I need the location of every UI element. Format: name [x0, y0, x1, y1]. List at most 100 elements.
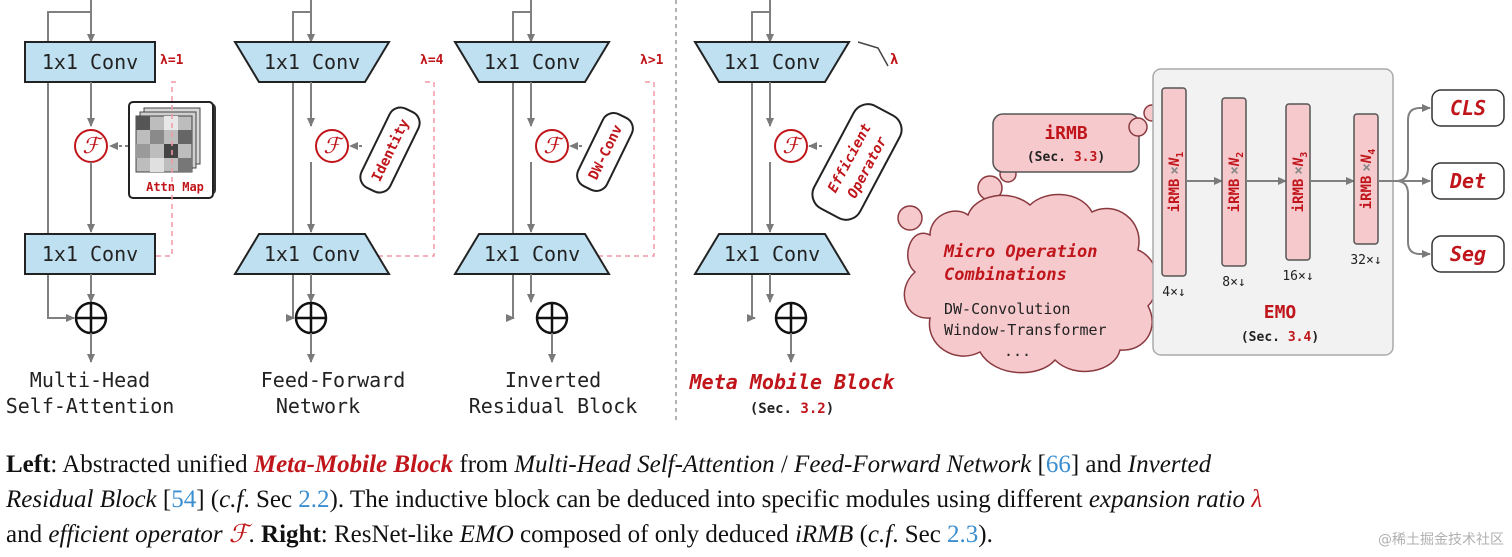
lambda-label: λ=1 — [160, 53, 184, 68]
emo-stage-label: iRMB×N1 — [1167, 152, 1186, 213]
caption-text: . — [248, 521, 262, 548]
task-cls-box — [1431, 89, 1505, 127]
block-mhsa: 1x1 Conv λ=1 ℱ Attn Map 1x1 Conv — [6, 0, 216, 418]
caption-ref-2-2[interactable]: 2.2 — [298, 486, 330, 513]
lambda-label: λ — [890, 52, 898, 68]
caption-irb: Inverted — [1127, 451, 1212, 478]
emo-stage-4 — [1353, 113, 1379, 245]
block-name-line1: Inverted — [505, 368, 601, 392]
irmb-title: iRMB — [1044, 123, 1088, 144]
top-conv — [693, 41, 851, 83]
caption-text: ( — [853, 521, 868, 548]
efficient-operator-box: Efficient Operator — [811, 103, 903, 221]
bottom-conv — [233, 233, 391, 275]
caption-cf: c.f — [219, 486, 244, 513]
caption-text: . Sec — [243, 486, 299, 513]
caption-irmb: iRMB — [794, 521, 854, 548]
caption-efficient-operator: efficient operator — [48, 521, 223, 548]
attn-map-label: Attn Map — [146, 180, 204, 194]
caption-right-label: Right — [261, 521, 321, 548]
lambda-label: λ=4 — [420, 53, 444, 68]
emo-panel — [1152, 68, 1394, 356]
caption-expansion-ratio: expansion ratio — [1088, 486, 1246, 513]
bottom-conv-label: 1x1 Conv — [264, 242, 360, 266]
caption-mhsa: Multi-Head Self-Attention — [514, 451, 775, 478]
emo-stage-stride: 4×↓ — [1162, 285, 1185, 300]
caption-emo: EMO — [459, 521, 514, 548]
caption-text: : Abstracted unified — [50, 451, 254, 478]
watermark: @稀土掘金技术社区 — [1378, 532, 1504, 548]
emo-stage-stride: 32×↓ — [1350, 253, 1381, 268]
caption-text: from — [453, 451, 515, 478]
f-symbol: ℱ — [543, 133, 564, 158]
caption-text: . Sec — [892, 521, 948, 548]
caption-text: [ — [156, 486, 172, 513]
caption-text: [ — [1031, 451, 1046, 478]
caption-mmb: Meta-Mobile Block — [253, 451, 454, 478]
caption-text: ] and — [1070, 451, 1128, 478]
top-conv-label: 1x1 Conv — [42, 50, 138, 74]
task-det-box — [1431, 162, 1505, 200]
caption-ref-66[interactable]: 66 — [1045, 451, 1071, 478]
caption-left-label: Left — [6, 451, 51, 478]
op-box: DW-Conv — [576, 112, 634, 192]
emo-stage-label: iRMB×N3 — [1291, 152, 1310, 213]
bottom-conv — [693, 233, 851, 275]
diagram-canvas: 1x1 Conv λ=1 ℱ Attn Map 1x1 Conv — [6, 0, 1505, 420]
caption-text: ] ( — [196, 486, 220, 513]
task-heads: CLS Det Seg — [1382, 89, 1505, 273]
caption-cf: c.f — [867, 521, 893, 548]
block-irb: 1x1 Conv λ>1 ℱ DW-Conv 1x1 Conv Inverted… — [453, 0, 664, 418]
cloud-title-line1: Micro Operation — [943, 242, 1098, 262]
caption-text: composed of only deduced — [513, 521, 795, 548]
bottom-conv — [24, 233, 156, 275]
caption-ref-2-3[interactable]: 2.3 — [947, 521, 979, 548]
caption-ref-54[interactable]: 54 — [171, 486, 197, 513]
task-seg-box — [1431, 235, 1505, 273]
emo-sec: (Sec. 3.4) — [1241, 330, 1319, 345]
emo-stage-label: iRMB×N4 — [1359, 149, 1378, 210]
cloud-title-line2: Combinations — [944, 265, 1067, 285]
task-det: Det — [1449, 169, 1486, 193]
bottom-conv-label: 1x1 Conv — [484, 242, 580, 266]
meta-mobile-block: 1x1 Conv λ ℱ Efficient Operator 1x1 Conv… — [689, 0, 903, 417]
bottom-conv — [453, 233, 611, 275]
f-operator — [315, 129, 349, 163]
lambda-label: λ>1 — [640, 53, 664, 68]
cloud-item-3: ... — [1004, 342, 1031, 360]
f-symbol: ℱ — [82, 133, 103, 158]
irmb-box: iRMB (Sec. 3.3) — [992, 104, 1161, 173]
emo-network: iRMB×N1 4×↓ iRMB×N2 8×↓ iRMB×N3 16×↓ iRMB×N4 32… — [1152, 68, 1394, 356]
micro-operation-cloud: Micro Operation Combinations DW-Convolut… — [897, 165, 1159, 374]
emo-title: EMO — [1264, 302, 1297, 323]
caption-text: ). — [978, 521, 993, 548]
f-operator — [774, 129, 808, 163]
caption-text: / — [774, 451, 795, 478]
emo-stage-stride: 8×↓ — [1222, 275, 1245, 290]
top-conv — [233, 41, 391, 83]
top-conv-label: 1x1 Conv — [264, 50, 360, 74]
irmb-sec: (Sec. 3.3) — [1027, 150, 1105, 165]
f-operator — [535, 129, 569, 163]
top-conv-label: 1x1 Conv — [484, 50, 580, 74]
caption-irb: Residual Block — [6, 486, 157, 513]
top-conv — [453, 41, 611, 83]
caption-text: and — [6, 521, 49, 548]
block-name-line2: Network — [276, 394, 360, 418]
block-name-line1: Feed-Forward — [261, 368, 406, 392]
cloud-item-2: Window-Transformer — [944, 321, 1107, 339]
emo-stage-stride: 16×↓ — [1282, 269, 1313, 284]
f-symbol: ℱ — [782, 133, 803, 158]
bottom-conv-label: 1x1 Conv — [42, 242, 138, 266]
block-name-line2: Residual Block — [469, 394, 638, 418]
op-box: Identity — [359, 106, 421, 194]
f-symbol: ℱ — [323, 133, 344, 158]
block-name-line2: Self-Attention — [6, 394, 175, 418]
caption-lambda: λ — [1251, 486, 1263, 513]
block-name-line1: Multi-Head — [30, 368, 150, 392]
emo-stage-label: iRMB×N2 — [1227, 152, 1246, 213]
task-cls: CLS — [1450, 96, 1486, 120]
top-conv-label: 1x1 Conv — [724, 50, 820, 74]
caption-f-symbol: ℱ — [228, 521, 249, 548]
task-seg: Seg — [1450, 242, 1486, 266]
